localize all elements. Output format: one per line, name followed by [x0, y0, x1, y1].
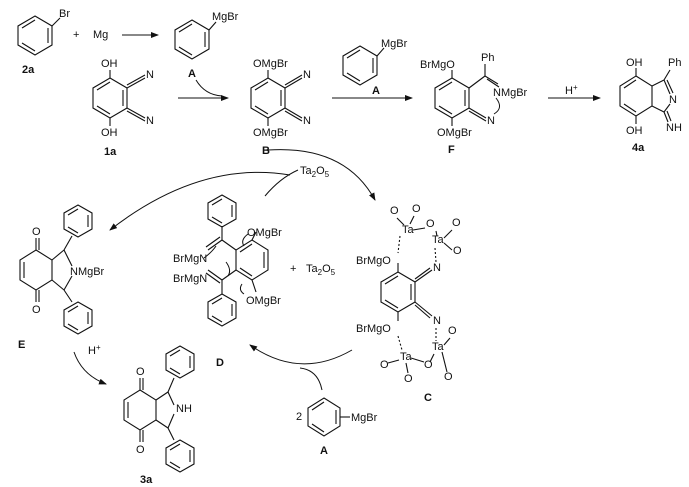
compound-label-A: A [372, 85, 380, 97]
ta-label: Ta [432, 341, 445, 353]
h-plus-bottom: H+ [88, 343, 101, 357]
ph-label: Ph [481, 52, 494, 64]
o-label: O [390, 205, 399, 217]
n-label: N [303, 115, 311, 127]
plus-sign: + [290, 263, 296, 275]
curved-arrow-E-to-3a [73, 351, 107, 385]
o-label: O [136, 444, 145, 456]
n-label: N [669, 94, 677, 106]
brmgo-label: BrMgO [356, 255, 391, 267]
compound-label-1a: 1a [104, 146, 117, 158]
compound-4a-structure: OH OH N Ph NH 4a [619, 57, 682, 154]
n-label: N [303, 69, 311, 81]
omgbr-label: OMgBr [246, 295, 281, 307]
o-label: O [404, 373, 413, 385]
oh-label: OH [626, 57, 643, 69]
n-label: N [433, 262, 441, 274]
nh-label: NH [176, 403, 192, 415]
compound-D-structure: OMgBr OMgBr BrMgN BrMgN D [173, 194, 282, 369]
o-label: O [444, 371, 453, 383]
compound-label-3a: 3a [140, 474, 153, 486]
coefficient-2: 2 [296, 411, 302, 423]
compound-label-A-bottom: A [320, 445, 328, 457]
oh-label: OH [101, 127, 118, 139]
curved-arrow-F [493, 97, 500, 115]
ta2o5-label-top: Ta2O5 [300, 165, 330, 179]
n-label: N [146, 69, 154, 81]
n-label: N [433, 315, 441, 327]
nh-label: NH [666, 122, 682, 134]
brmgo-label: BrMgO [356, 323, 391, 335]
compound-label-D: D [216, 357, 224, 369]
compound-B-structure: OMgBr OMgBr N N B [250, 58, 311, 157]
curved-arrow-C-to-D [249, 344, 353, 365]
compound-C-structure: BrMgO BrMgO N N Ta Ta O O O O O Ta Ta O … [356, 203, 462, 404]
omgbr-label: OMgBr [247, 227, 282, 239]
curved-arrow-D-to-E [109, 171, 291, 231]
o-label: O [453, 245, 462, 257]
curved-arrow-A-in [195, 79, 223, 97]
omgbr-label: OMgBr [253, 58, 288, 70]
compound-label-A: A [188, 68, 196, 80]
compound-A-reagent-structure: MgBr A [342, 38, 408, 97]
compound-label-C: C [424, 392, 432, 404]
compound-1a-structure: OH OH N N 1a [92, 58, 154, 158]
mgbr-label: MgBr [351, 412, 378, 424]
oh-label: OH [101, 58, 118, 70]
curved-arrow-Ta2O5-release [264, 169, 299, 197]
ph-label: Ph [668, 57, 681, 69]
compound-2a-structure: Br 2a [17, 8, 70, 76]
compound-3a-structure: O O NH 3a [123, 345, 195, 486]
mgbr-label: MgBr [381, 38, 408, 50]
br-label: Br [59, 8, 70, 20]
o-label: O [32, 226, 41, 238]
curved-arrow-B-to-C [267, 149, 376, 201]
o-label: O [32, 304, 41, 316]
curved-arrow-D3 [239, 283, 245, 295]
o-label: O [426, 218, 435, 230]
o-label: O [424, 359, 433, 371]
compound-label-4a: 4a [632, 142, 645, 154]
brmgn-label: BrMgN [173, 253, 207, 265]
o-label: O [412, 203, 421, 215]
h-plus-top: H+ [565, 83, 578, 97]
compound-label-E: E [18, 339, 25, 351]
mgbr-label: MgBr [212, 11, 239, 23]
mg-label: Mg [93, 29, 108, 41]
compound-F-structure: BrMgO OMgBr Ph NMgBr N F [420, 52, 528, 156]
compound-label-B: B [262, 145, 270, 157]
brmgo-label: BrMgO [420, 59, 455, 71]
brmgn-label: BrMgN [173, 273, 207, 285]
n-label: N [146, 115, 154, 127]
o-label: O [452, 217, 461, 229]
curved-arrow-A-in-bottom [299, 367, 323, 391]
curved-arrow-D2 [225, 261, 231, 277]
oh-label: OH [626, 125, 643, 137]
ta-label: Ta [432, 234, 445, 246]
compound-label-2a: 2a [22, 64, 35, 76]
compound-A-bottom-structure: 2 MgBr A [296, 397, 378, 457]
o-label: O [448, 325, 457, 337]
curved-arrow-D1 [203, 245, 217, 259]
n-label: N [487, 115, 495, 127]
ta-label: Ta [400, 351, 413, 363]
omgbr-label: OMgBr [437, 127, 472, 139]
nmgbr-label: NMgBr [70, 266, 105, 278]
compound-E-structure: O O NMgBr E [18, 204, 105, 351]
nmgbr-label: NMgBr [493, 87, 528, 99]
compound-A-structure: MgBr A [174, 11, 239, 80]
compound-label-F: F [448, 144, 455, 156]
curved-arrow-D4 [242, 233, 249, 247]
o-label: O [136, 366, 145, 378]
ta2o5-label-D: Ta2O5 [306, 263, 336, 277]
plus-sign: + [73, 29, 79, 41]
ta-label: Ta [402, 224, 415, 236]
omgbr-label: OMgBr [253, 127, 288, 139]
o-label: O [380, 359, 389, 371]
